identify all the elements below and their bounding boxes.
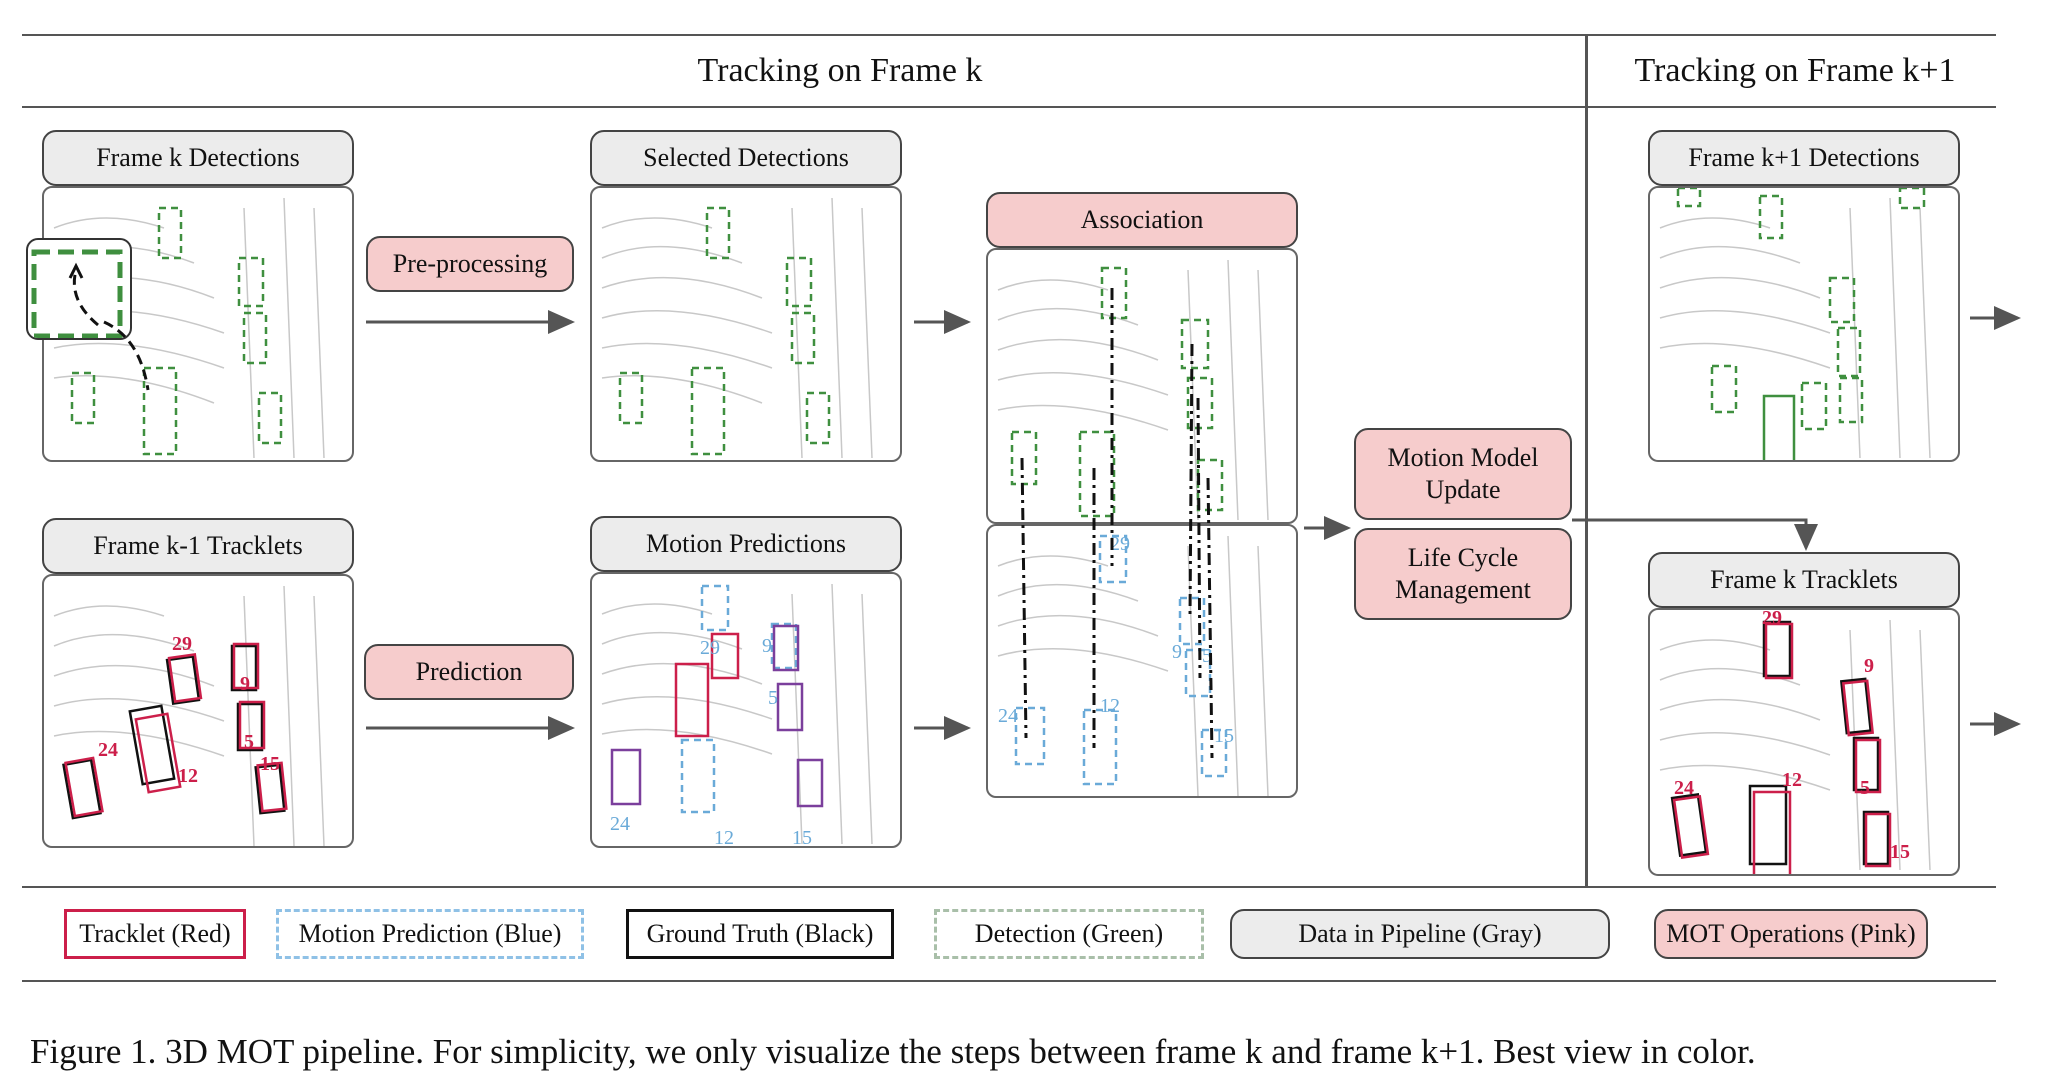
figure-caption: Figure 1. 3D MOT pipeline. For simplicit… (30, 1032, 1756, 1071)
label-motion-predictions: Motion Predictions (590, 516, 902, 572)
op-life-cycle-line2: Management (1395, 575, 1531, 604)
lidar-scene-association-bottom: 29 9 5 15 24 12 (997, 533, 1269, 796)
id-label-24-assoc: 24 (998, 705, 1018, 727)
id-label-12-km1: 12 (178, 765, 198, 787)
op-life-cycle-management: Life Cycle Management (1354, 528, 1572, 620)
id-label-12-assoc: 12 (1100, 695, 1120, 717)
op-prediction: Prediction (364, 644, 574, 700)
panel-motion-predictions: 29 9 5 15 24 12 (590, 572, 902, 848)
lidar-scene-tracklets-km1: 29 9 5 15 24 12 (53, 585, 325, 846)
id-label-29-pred: 29 (700, 637, 720, 659)
panel-frame-k1-detections (1648, 186, 1960, 462)
id-label-9-assoc: 9 (1172, 641, 1182, 663)
header-rule (22, 106, 1996, 108)
lidar-scene-motion-predictions: 29 9 5 15 24 12 (601, 583, 873, 848)
panel-frame-km1-tracklets: 29 9 5 15 24 12 (42, 574, 354, 848)
id-label-15-k: 15 (1890, 841, 1910, 863)
label-frame-km1-tracklets: Frame k-1 Tracklets (42, 518, 354, 574)
id-label-12-pred: 12 (714, 827, 734, 848)
id-label-24-km1: 24 (98, 739, 118, 761)
panel-frame-k-tracklets: 29 9 5 15 24 12 (1648, 608, 1960, 876)
op-preprocessing: Pre-processing (366, 236, 574, 292)
id-label-29-assoc: 29 (1110, 533, 1130, 555)
id-label-5-k: 5 (1860, 777, 1870, 799)
panel-association-bottom: 29 9 5 15 24 12 (986, 524, 1298, 798)
header-frame-k1: Tracking on Frame k+1 (1634, 52, 1956, 89)
label-frame-k-tracklets: Frame k Tracklets (1648, 552, 1960, 608)
id-label-29-km1: 29 (172, 633, 192, 655)
legend-tracklet: Tracklet (Red) (64, 909, 246, 959)
id-label-24-k: 24 (1674, 777, 1694, 799)
panel-selected-detections (590, 186, 902, 462)
zoom-inset (26, 238, 132, 340)
legend-mot-operations: MOT Operations (Pink) (1654, 909, 1928, 959)
id-label-24-pred: 24 (610, 813, 630, 835)
id-label-15-km1: 15 (260, 753, 280, 775)
label-frame-k1-detections: Frame k+1 Detections (1648, 130, 1960, 186)
id-label-5-km1: 5 (244, 731, 254, 753)
association-matches (1020, 288, 1214, 759)
legend-data-in-pipeline: Data in Pipeline (Gray) (1230, 909, 1610, 959)
label-selected-detections: Selected Detections (590, 130, 902, 186)
zoom-pointer (103, 320, 150, 391)
panel-association-top (986, 248, 1298, 524)
id-label-29-k: 29 (1762, 610, 1782, 629)
op-life-cycle-line1: Life Cycle (1407, 542, 1519, 572)
legend-motion-prediction: Motion Prediction (Blue) (276, 909, 584, 959)
id-label-15-assoc: 15 (1214, 725, 1234, 747)
id-label-5-assoc: 5 (1202, 645, 1212, 667)
flow-arrows (366, 306, 2021, 740)
lidar-scene-detections-k1 (1659, 188, 1931, 460)
op-motion-model-update: Motion Model Update (1354, 428, 1572, 520)
id-label-15-pred: 15 (792, 827, 812, 848)
legend-detection: Detection (Green) (934, 909, 1204, 959)
legend-ground-truth: Ground Truth (Black) (626, 909, 894, 959)
legend-top-rule (22, 886, 1996, 888)
zoom-inset-scene (31, 249, 123, 338)
lidar-scene-tracklets-k: 29 9 5 15 24 12 (1659, 610, 1931, 874)
id-label-9-pred: 9 (762, 635, 772, 657)
id-label-9-km1: 9 (240, 673, 250, 695)
legend-bottom-rule (22, 980, 1996, 982)
id-label-9-k: 9 (1864, 655, 1874, 677)
op-motion-model-update-line2: Update (1425, 475, 1501, 504)
frame-divider (1585, 34, 1588, 886)
lidar-scene-association-top (997, 259, 1269, 521)
label-frame-k-detections: Frame k Detections (42, 130, 354, 186)
id-label-5-pred: 5 (768, 687, 778, 709)
top-rule (22, 34, 1996, 36)
op-association: Association (986, 192, 1298, 248)
op-motion-model-update-line1: Motion Model (1387, 442, 1539, 472)
id-label-12-k: 12 (1782, 769, 1802, 791)
header-frame-k: Tracking on Frame k (697, 52, 983, 89)
lidar-scene-selected (601, 197, 873, 459)
